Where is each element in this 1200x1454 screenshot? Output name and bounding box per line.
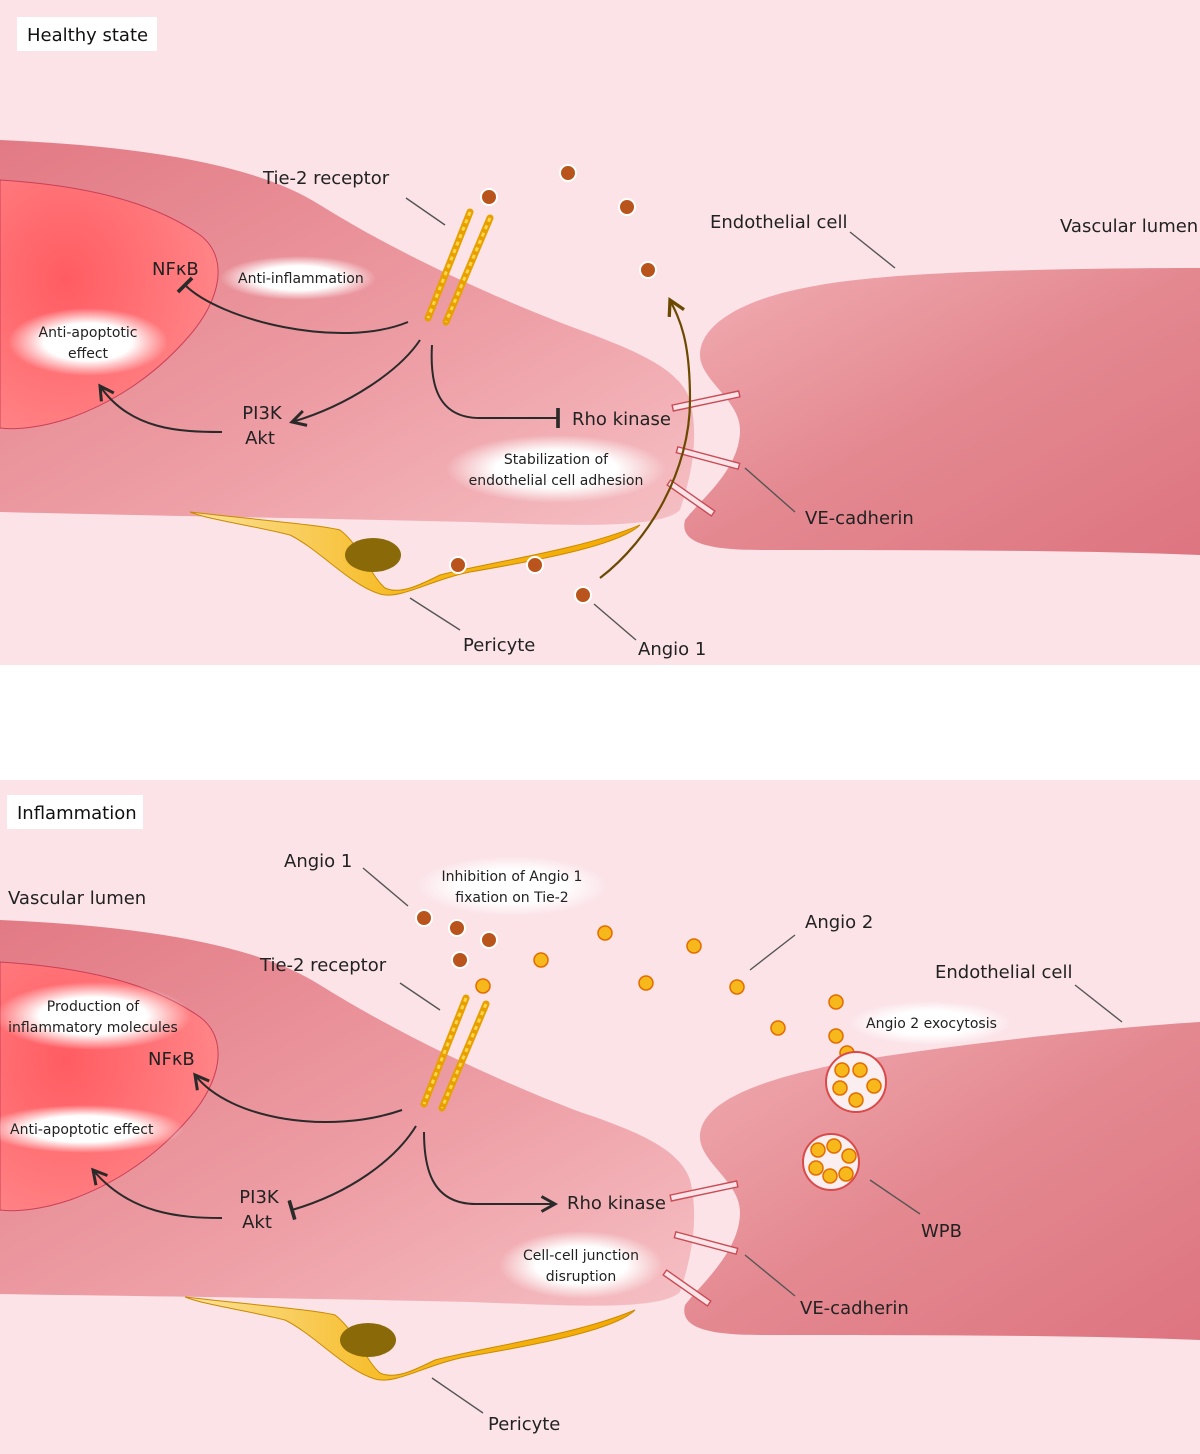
arrow-to-rho-kinase: [423, 1131, 555, 1204]
label-akt: Akt: [242, 1212, 272, 1233]
label-angio1: Angio 1: [284, 851, 352, 872]
label-angio2: Angio 2: [805, 912, 873, 933]
tie2-receptor: [424, 208, 494, 326]
wpb-vesicle-upper: [825, 1051, 887, 1113]
leader-tie2: [399, 982, 441, 1011]
label-angio2-exocytosis: Angio 2 exocytosis: [866, 1016, 997, 1032]
label-nfkb: NFκB: [152, 259, 199, 280]
endothelial-cell-right: [684, 1022, 1200, 1340]
label-rho-kinase: Rho kinase: [567, 1193, 666, 1214]
label-pi3k: PI3K: [239, 1187, 280, 1208]
label-endothelial-cell: Endothelial cell: [935, 962, 1073, 983]
angio1-particles: [415, 909, 498, 969]
label-tie2-receptor: Tie-2 receptor: [259, 955, 387, 976]
panel-title: Healthy state: [27, 25, 148, 46]
leader-endothelial: [1074, 984, 1123, 1023]
label-ve-cadherin: VE-cadherin: [805, 508, 914, 529]
glow-anti-apoptotic: [8, 308, 168, 376]
leader-tie2: [405, 197, 446, 226]
leader-pericyte: [431, 1377, 484, 1414]
label-anti-inflammation: Anti-inflammation: [238, 271, 364, 287]
label-vascular-lumen: Vascular lumen: [8, 888, 146, 909]
leader-angio2: [749, 934, 796, 971]
label-junction-1: Cell-cell junction: [523, 1248, 639, 1264]
label-anti-apoptotic-2: effect: [68, 346, 109, 362]
leader-angio1: [593, 603, 637, 641]
label-nfkb: NFκB: [148, 1049, 195, 1070]
arrow-to-pi3k: [287, 1125, 417, 1221]
label-inhibition-2: fixation on Tie-2: [455, 890, 568, 906]
panel-inflammation: Inflammation Angio 1 Inhibition of Angio…: [0, 780, 1200, 1454]
panel-title: Inflammation: [17, 803, 137, 824]
leader-angio1: [362, 867, 409, 907]
wpb-vesicle-lower: [802, 1133, 860, 1191]
glow-stabilization: [446, 435, 666, 503]
panel-healthy: Healthy state Tie-2 receptor Endothelial…: [0, 0, 1200, 665]
panel-title-box: [17, 17, 157, 51]
tie2-receptor: [420, 994, 490, 1112]
pericyte-nucleus: [340, 1323, 396, 1357]
label-stabilization-2: endothelial cell adhesion: [469, 473, 644, 489]
label-production-2: inflammatory molecules: [8, 1020, 178, 1036]
ve-cadherin-junctions: [662, 1180, 739, 1307]
label-stabilization-1: Stabilization of: [504, 452, 609, 468]
arrow-to-nfkb: [195, 1075, 403, 1124]
label-pi3k: PI3K: [242, 403, 283, 424]
label-pericyte: Pericyte: [488, 1414, 560, 1435]
angio1-binding-arrow: [599, 300, 692, 579]
label-rho-kinase: Rho kinase: [572, 409, 671, 430]
leader-endothelial: [849, 231, 896, 269]
panel-title-box: [7, 795, 143, 829]
arrow-to-nfkb: [176, 276, 409, 334]
endothelial-cell-right: [684, 268, 1200, 555]
label-ve-cadherin: VE-cadherin: [800, 1298, 909, 1319]
glow-anti-apoptotic: [0, 1105, 184, 1153]
leader-wpb: [869, 1179, 921, 1215]
panel-gap: [0, 665, 1200, 780]
label-vascular-lumen: Vascular lumen: [1060, 216, 1198, 237]
label-akt: Akt: [245, 428, 275, 449]
leader-ve-cadherin: [744, 1254, 796, 1297]
label-wpb: WPB: [921, 1221, 962, 1242]
arrow-to-rho-kinase: [430, 344, 560, 428]
label-inhibition-1: Inhibition of Angio 1: [442, 869, 583, 885]
label-junction-2: disruption: [546, 1269, 616, 1285]
pericyte-cell: [184, 1296, 636, 1381]
leader-pericyte: [409, 597, 461, 631]
glow-inhibition: [416, 856, 608, 916]
label-anti-apoptotic: Anti-apoptotic effect: [10, 1122, 154, 1138]
arrow-to-anti-apoptotic: [93, 1170, 223, 1219]
arrow-to-anti-apoptotic: [100, 386, 223, 433]
ve-cadherin-junctions: [666, 390, 741, 517]
label-endothelial-cell: Endothelial cell: [710, 212, 848, 233]
angio1-particles: [449, 164, 657, 604]
glow-anti-inflammation: [220, 256, 376, 300]
leader-ve-cadherin: [744, 467, 796, 513]
pericyte-nucleus: [345, 538, 401, 572]
label-angio1: Angio 1: [638, 639, 706, 660]
pericyte-cell: [189, 511, 641, 596]
label-pericyte: Pericyte: [463, 635, 535, 656]
label-production-1: Production of: [47, 999, 141, 1015]
label-anti-apoptotic-1: Anti-apoptotic: [39, 325, 138, 341]
glow-exocytosis: [848, 1001, 1012, 1045]
arrow-to-pi3k: [292, 339, 421, 422]
glow-production: [0, 982, 191, 1050]
label-tie2-receptor: Tie-2 receptor: [262, 168, 390, 189]
glow-junction-disruption: [499, 1231, 663, 1299]
